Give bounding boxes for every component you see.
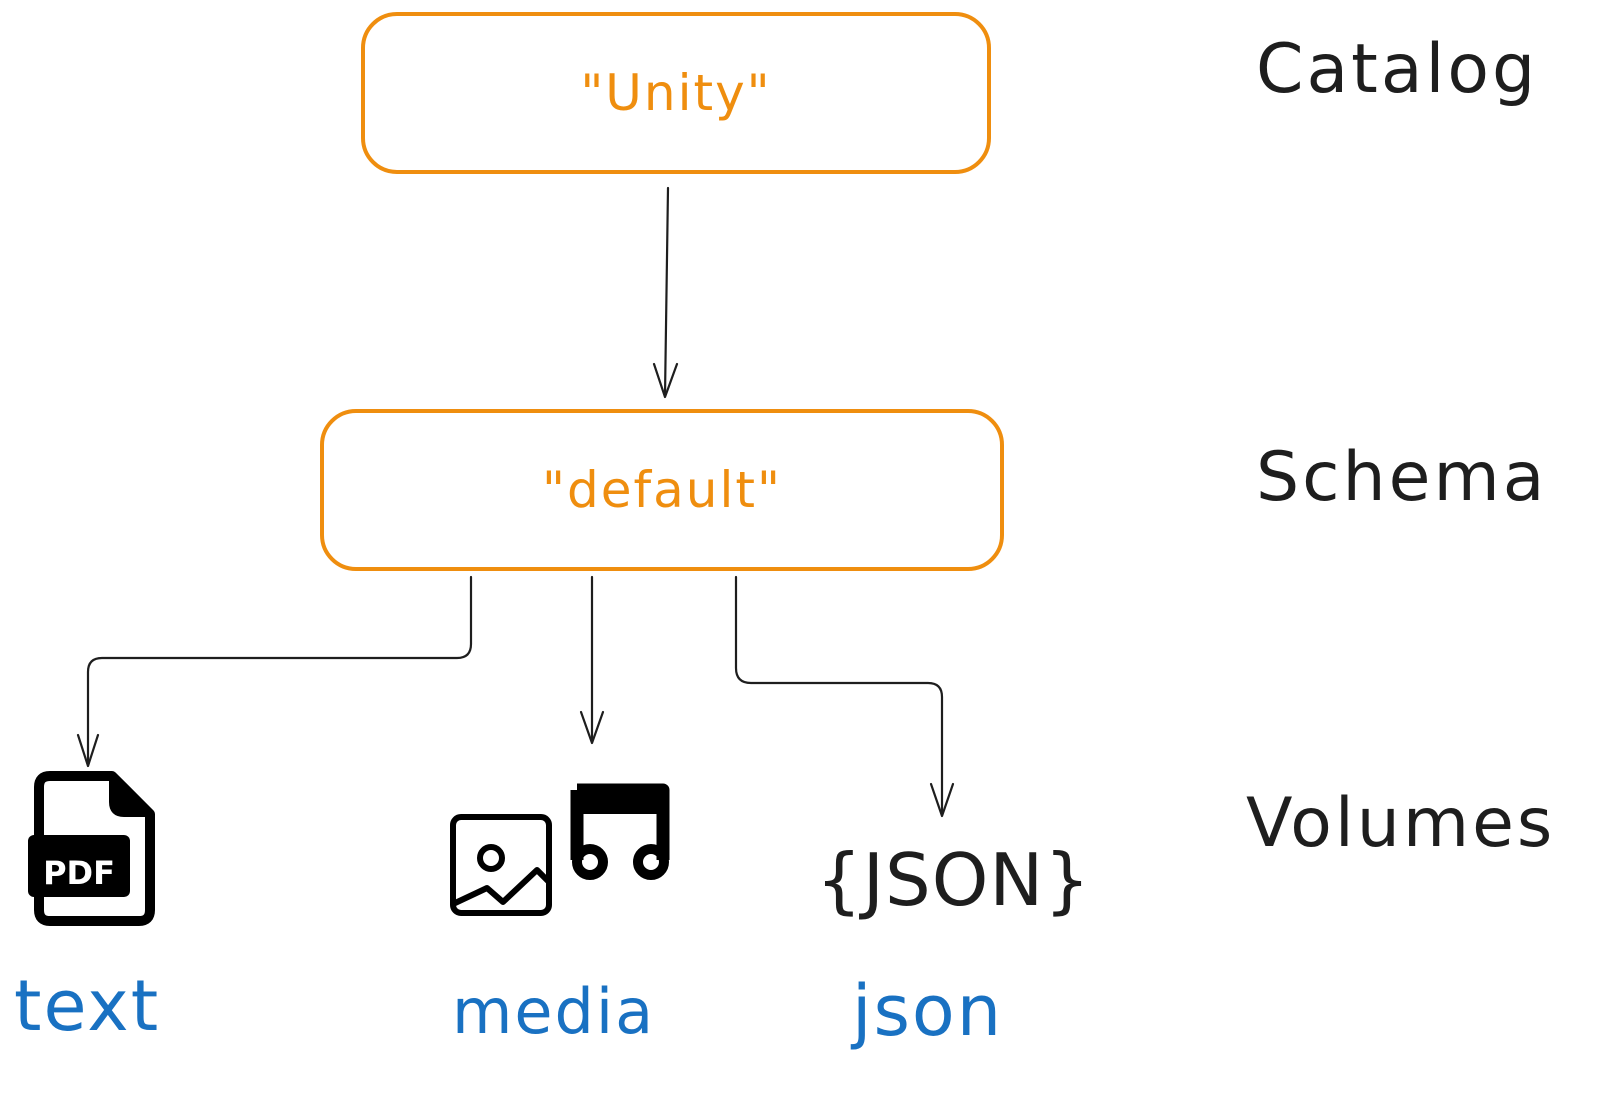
catalog-node-label: "Unity" bbox=[580, 64, 772, 122]
volume-label-json: json bbox=[852, 970, 1004, 1052]
edge-schema-to-media bbox=[579, 575, 605, 745]
volume-label-media: media bbox=[452, 975, 656, 1048]
level-label-catalog: Catalog bbox=[1256, 30, 1539, 109]
catalog-node-unity: "Unity" bbox=[361, 12, 991, 174]
edge-schema-to-json bbox=[734, 575, 955, 818]
pdf-icon-text: PDF bbox=[43, 854, 115, 892]
json-logo-icon: {JSON} bbox=[816, 838, 1092, 922]
schema-node-default: "default" bbox=[320, 409, 1004, 571]
volume-label-text: text bbox=[14, 965, 161, 1047]
pdf-file-icon: PDF bbox=[28, 771, 155, 926]
image-icon bbox=[450, 814, 552, 916]
music-note-icon bbox=[570, 783, 670, 880]
level-label-schema: Schema bbox=[1256, 438, 1548, 517]
level-label-volumes: Volumes bbox=[1246, 784, 1556, 863]
edge-catalog-to-schema bbox=[652, 186, 679, 399]
edge-schema-to-text bbox=[76, 575, 473, 768]
schema-node-label: "default" bbox=[542, 461, 782, 519]
